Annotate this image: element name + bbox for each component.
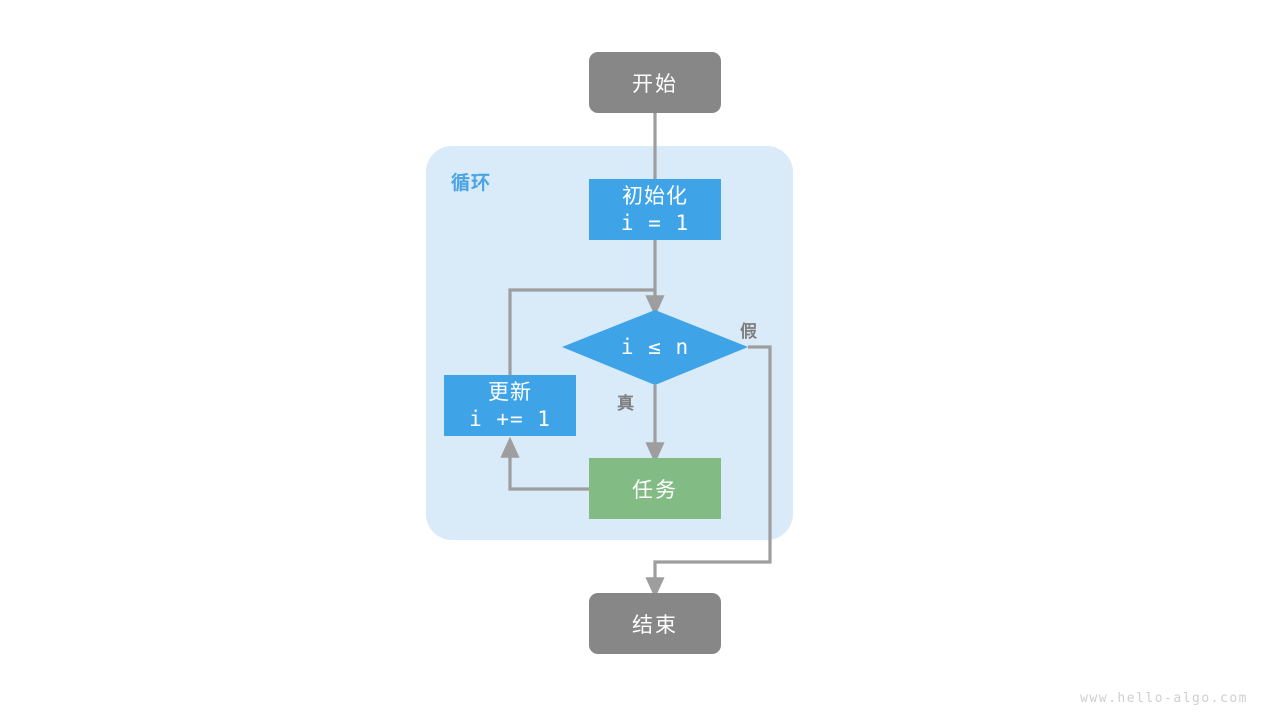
node-start[interactable] (589, 52, 721, 113)
edge-label-false: 假 (740, 322, 758, 341)
node-init[interactable] (589, 179, 721, 240)
node-update[interactable] (444, 375, 576, 436)
watermark: www.hello-algo.com (1080, 691, 1248, 706)
node-end[interactable] (589, 593, 721, 654)
loop-container-label: 循环 (451, 173, 492, 194)
edge-condition-false-to-end (645, 345, 772, 599)
node-task[interactable] (589, 458, 721, 519)
edge-task-to-update (500, 436, 589, 491)
edge-label-true: 真 (617, 394, 635, 413)
edge-update-to-condition (508, 288, 655, 375)
node-condition[interactable] (562, 310, 748, 385)
